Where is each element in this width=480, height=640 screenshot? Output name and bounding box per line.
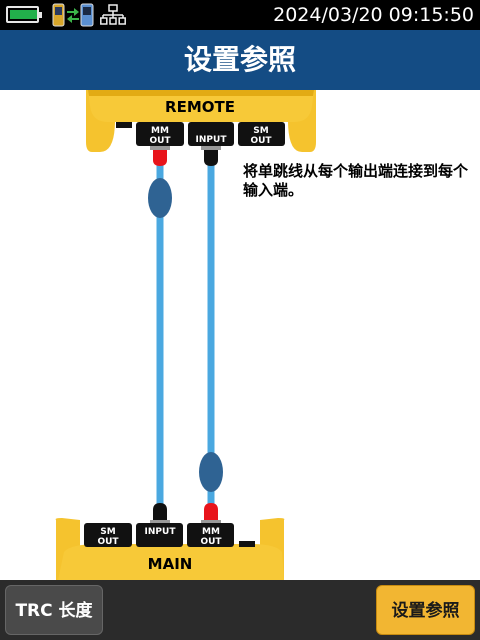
remote-unit: REMOTE MM OUT INPUT SM OUT [86,90,316,166]
cable-remote-mm-to-main-input [148,164,172,504]
main-unit: SM OUT INPUT MM OUT MAIN [55,503,285,580]
main-port-mm-out: MM [202,527,220,537]
battery-terminal [39,12,42,18]
main-port-input: INPUT [145,527,177,537]
remote-port-sm-out-2: OUT [250,136,272,146]
instruction-text: 将单跳线从每个输出端连接到每个输入端。 [243,162,469,199]
main-port-sm-out: SM [100,527,115,537]
main-connector-red [204,503,218,520]
trc-length-button[interactable]: TRC 长度 [5,585,103,635]
connection-diagram: REMOTE MM OUT INPUT SM OUT SM [0,90,480,580]
device-link-icon [52,3,94,27]
remote-connector-red [153,150,167,166]
diagram-svg: REMOTE MM OUT INPUT SM OUT SM [55,90,316,580]
main-port-sm-out-2: OUT [97,537,119,547]
main-port-mm-out-2: OUT [200,537,222,547]
main-connector-black [153,503,167,520]
cable-loop [148,178,172,218]
battery-fill [10,10,37,19]
datetime: 2024/03/20 09:15:50 [273,4,474,26]
network-icon [100,4,126,25]
status-bar: 2024/03/20 09:15:50 [0,0,480,30]
battery-icon [6,6,42,23]
remote-port-mm-out: MM [151,126,169,136]
page-title: 设置参照 [183,43,296,76]
set-reference-button[interactable]: 设置参照 [376,585,475,635]
remote-port-sm-out: SM [253,126,268,136]
remote-port-mm-out-2: OUT [149,136,171,146]
title-bar: 设置参照 [0,30,480,90]
remote-connector-black [204,150,218,166]
cable-loop [199,452,223,492]
remote-label: REMOTE [165,98,235,116]
softkey-bar: TRC 长度 设置参照 [0,580,480,640]
cable-main-mm-to-remote-input [199,164,223,504]
remote-port-input: INPUT [196,135,228,145]
main-label: MAIN [148,555,193,573]
